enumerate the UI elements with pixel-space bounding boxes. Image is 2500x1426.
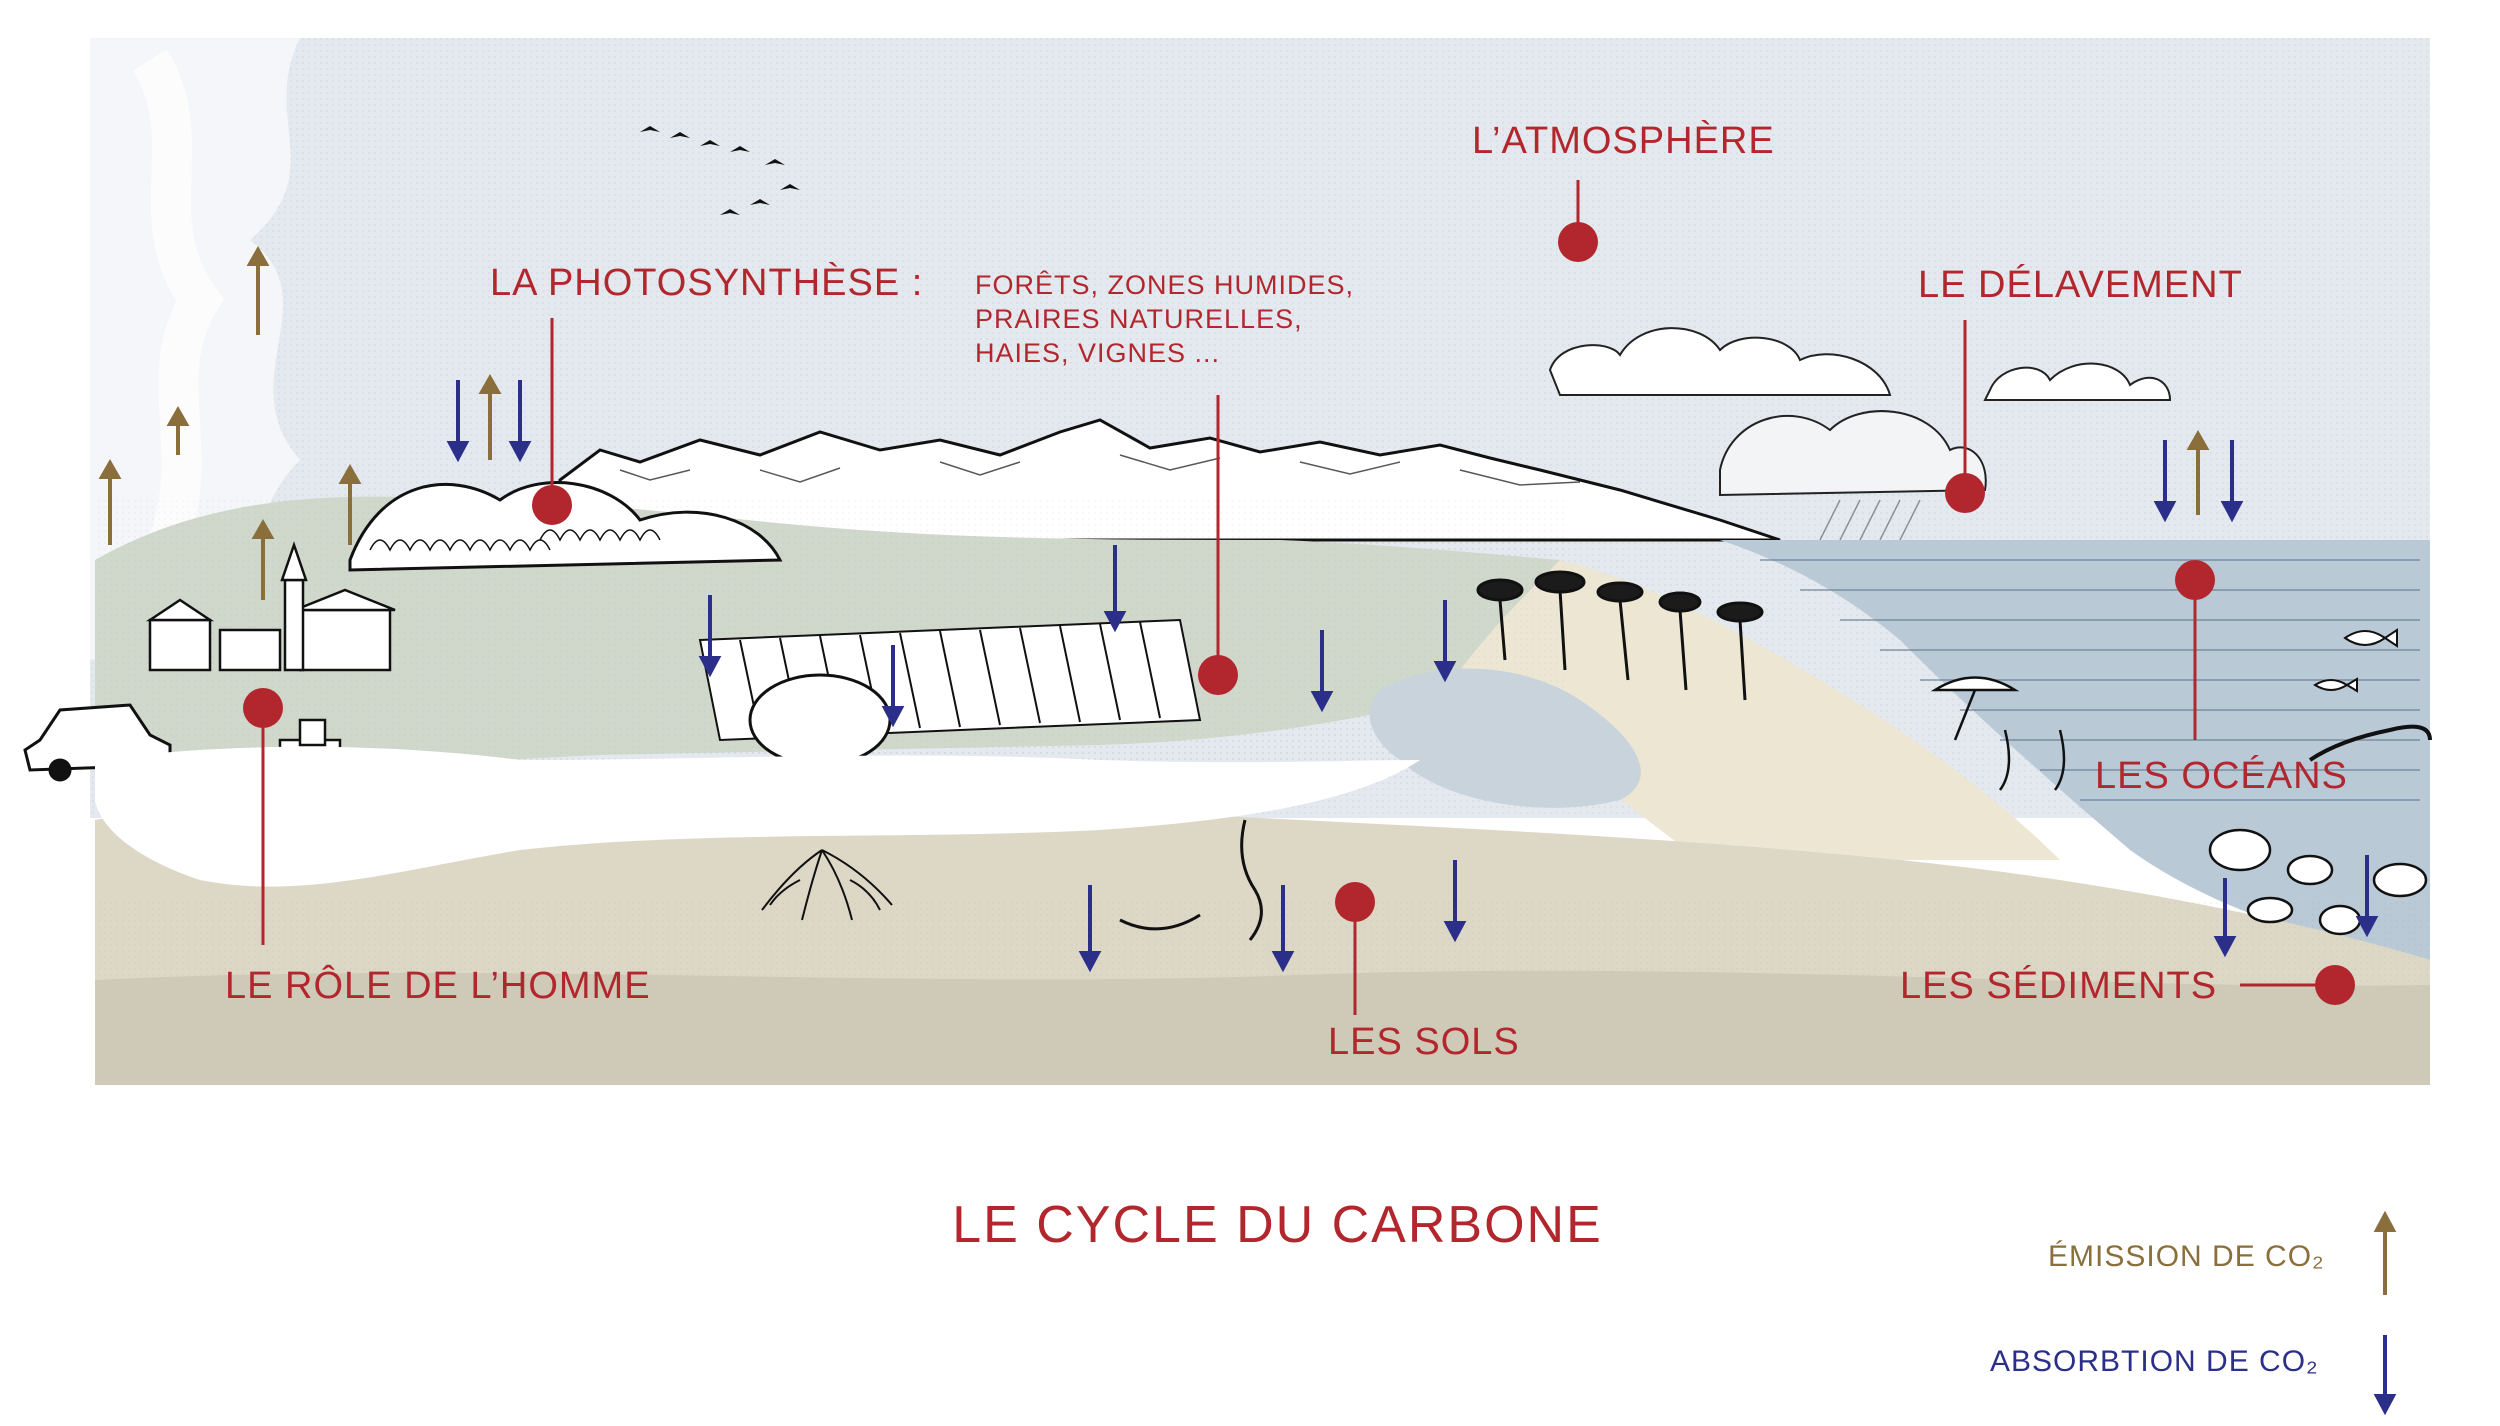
leader-lines xyxy=(261,180,2322,1015)
marker-delavement xyxy=(1945,473,1985,513)
wetland xyxy=(1369,668,1641,808)
label-sols: LES SOLS xyxy=(1328,1021,1520,1063)
label-delavement: LE DÉLAVEMENT xyxy=(1918,264,2243,306)
marker-sols xyxy=(1335,882,1375,922)
legend-emission-label: ÉMISSION DE CO₂ xyxy=(2048,1240,2325,1273)
marker-role-homme xyxy=(243,688,283,728)
label-oceans: LES OCÉANS xyxy=(2095,755,2348,797)
pine-trees xyxy=(1476,570,1764,701)
marker-oceans xyxy=(2175,560,2215,600)
marker-photosynthese-details xyxy=(1198,655,1238,695)
birds xyxy=(640,126,800,215)
forest xyxy=(348,481,783,572)
label-photosynthese-details: FORÊTS, ZONES HUMIDES, PRAIRES NATURELLE… xyxy=(975,268,1354,370)
village xyxy=(145,541,396,672)
marker-photosynthese xyxy=(532,485,572,525)
legend-emission-arrow xyxy=(2373,1210,2397,1295)
marker-dots xyxy=(243,222,2355,1005)
page-title: LE CYCLE DU CARBONE xyxy=(952,1196,1603,1254)
tree-roots xyxy=(761,849,893,921)
legend-absorption-label: ABSORBTION DE CO₂ xyxy=(1990,1345,2319,1378)
absorption-arrows xyxy=(446,380,2379,973)
details-line-3: HAIES, VIGNES ... xyxy=(975,338,1221,368)
grassland xyxy=(95,746,1420,887)
label-atmosphere: L’ATMOSPHÈRE xyxy=(1472,120,1775,162)
beach-umbrella xyxy=(1930,676,2066,791)
fish xyxy=(2308,628,2432,762)
label-role-homme: LE RÔLE DE L’HOMME xyxy=(225,965,651,1007)
emission-arrows xyxy=(98,245,2210,600)
beach xyxy=(1440,560,2060,860)
details-line-2: PRAIRES NATURELLES, xyxy=(975,304,1303,334)
marker-atmosphere xyxy=(1558,222,1598,262)
label-sediments: LES SÉDIMENTS xyxy=(1900,965,2218,1007)
deep-soil xyxy=(95,970,2430,1085)
worms xyxy=(1119,819,1263,941)
label-photosynthese: LA PHOTOSYNTHÈSE : xyxy=(490,262,924,304)
cumulus-clouds xyxy=(1548,327,2172,497)
legend-absorption-arrow xyxy=(2373,1335,2397,1416)
marker-sediments xyxy=(2315,965,2355,1005)
details-line-1: FORÊTS, ZONES HUMIDES, xyxy=(975,270,1355,300)
oysters xyxy=(2208,828,2428,936)
